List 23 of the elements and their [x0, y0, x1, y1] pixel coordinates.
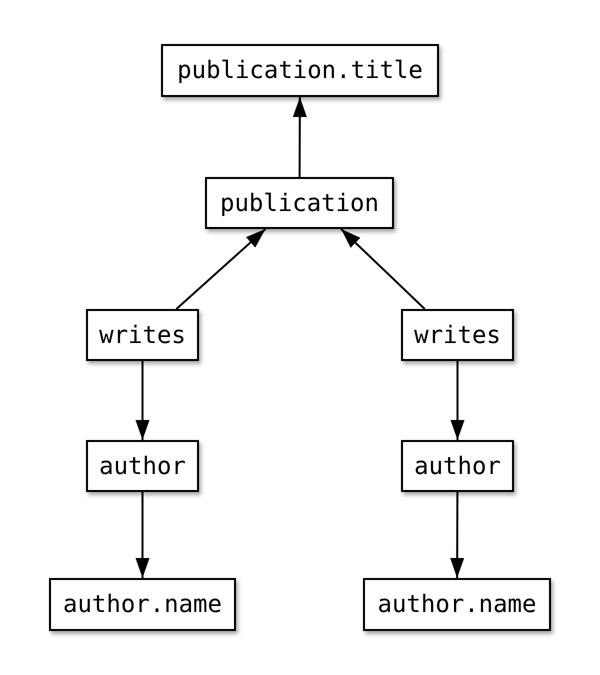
- label-box: [86, 309, 199, 361]
- arrow: [450, 492, 464, 578]
- node-label: author: [414, 452, 501, 480]
- node-label: writes: [414, 322, 501, 348]
- label-box: [205, 177, 394, 229]
- label-box: [401, 440, 514, 492]
- label-box: [86, 440, 199, 492]
- node-label: author: [99, 452, 186, 480]
- arrow: [292, 97, 307, 177]
- arrow: [450, 361, 464, 440]
- arrow: [136, 492, 150, 578]
- node-label: publication: [220, 190, 379, 216]
- label-box: [49, 578, 236, 631]
- arrow: [340, 228, 426, 310]
- node-label: writes: [99, 322, 186, 348]
- node-label: author.name: [63, 591, 222, 618]
- label-box: [363, 578, 551, 631]
- node-label: author.name: [378, 591, 536, 618]
- label-box: [161, 44, 439, 97]
- arrow: [136, 361, 150, 440]
- arrow: [176, 228, 266, 310]
- label-box: [401, 309, 514, 361]
- node-label: publication.title: [177, 57, 423, 84]
